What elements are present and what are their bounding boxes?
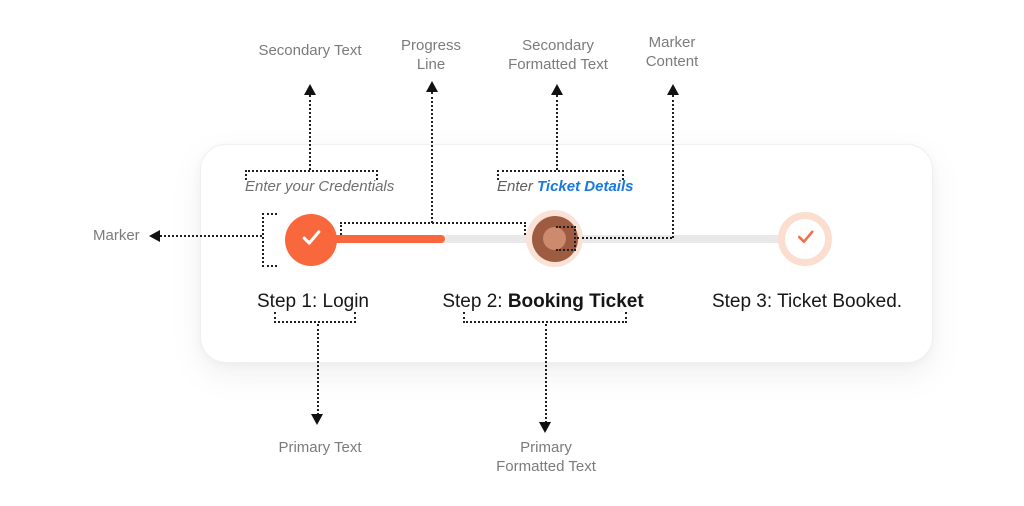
arrow-secondary-text: [309, 95, 311, 170]
step2-secondary-text: Enter Ticket Details: [497, 178, 633, 195]
step1-primary-text: Step 1: Login: [257, 291, 369, 312]
arrowhead-down-icon: [311, 414, 323, 425]
bracket-primary-text: [274, 312, 356, 323]
arrow-secondary-formatted-text: [556, 95, 558, 170]
step2-marker[interactable]: [526, 210, 583, 267]
callout-secondary-text: Secondary Text: [258, 42, 362, 59]
check-icon: [298, 224, 325, 256]
arrowhead-left-icon: [149, 230, 160, 242]
callout-marker: Marker: [93, 227, 140, 244]
arrow-progress-line: [431, 92, 433, 223]
arrow-primary-formatted-text: [545, 324, 547, 423]
step2-primary-bold: Booking Ticket: [507, 291, 644, 312]
step3-marker[interactable]: [778, 212, 832, 266]
callout-primary-text: Primary Text: [278, 439, 362, 456]
check-icon: [793, 224, 818, 254]
progress-line-fill: [311, 235, 445, 243]
step2-marker-body: [531, 215, 578, 262]
arrowhead-down-icon: [539, 422, 551, 433]
step2-secondary-prefix: Enter: [497, 178, 538, 195]
bracket-secondary-formatted-text: [497, 170, 624, 180]
arrowhead-up-icon: [426, 81, 438, 92]
bracket-progress-line: [340, 222, 526, 235]
callout-marker-content: Marker Content: [645, 34, 699, 70]
arrow-marker: [160, 235, 262, 237]
marker-content-dot-icon: [543, 227, 566, 250]
step2-primary-text: Step 2: Booking Ticket: [442, 291, 643, 313]
callout-progress-line: Progress Line: [400, 37, 462, 73]
arrow-marker-content: [672, 95, 674, 238]
step1-secondary-text: Enter your Credentials: [245, 178, 395, 195]
bracket-secondary-text: [245, 170, 378, 180]
callout-primary-formatted-text: Primary Formatted Text: [496, 439, 596, 475]
arrowhead-up-icon: [304, 84, 316, 95]
callout-secondary-formatted-text: Secondary Formatted Text: [508, 37, 608, 73]
arrowhead-up-icon: [667, 84, 679, 95]
arrowhead-up-icon: [551, 84, 563, 95]
bracket-marker-content: [556, 226, 576, 251]
step2-primary-prefix: Step 2:: [442, 291, 508, 312]
bracket-primary-formatted-text: [463, 312, 627, 323]
bracket-marker: [262, 213, 277, 267]
arrow-primary-text: [317, 324, 319, 415]
ticket-details-link[interactable]: Ticket Details: [537, 178, 634, 195]
step3-primary-text: Step 3: Ticket Booked.: [711, 291, 903, 312]
step1-marker[interactable]: [285, 214, 337, 266]
arrow-marker-content-horizontal: [577, 237, 672, 239]
